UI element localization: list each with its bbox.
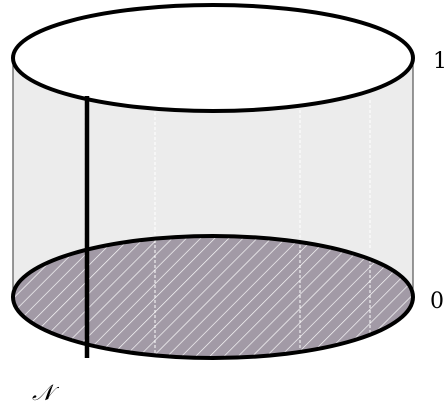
base-disk-outline — [11, 234, 415, 360]
set-label: 𝒩 — [32, 381, 60, 406]
bottom-level-label: 0 — [430, 289, 444, 314]
top-level-label: 1 — [433, 49, 446, 74]
base-disk — [13, 236, 413, 358]
top-face — [11, 3, 415, 113]
